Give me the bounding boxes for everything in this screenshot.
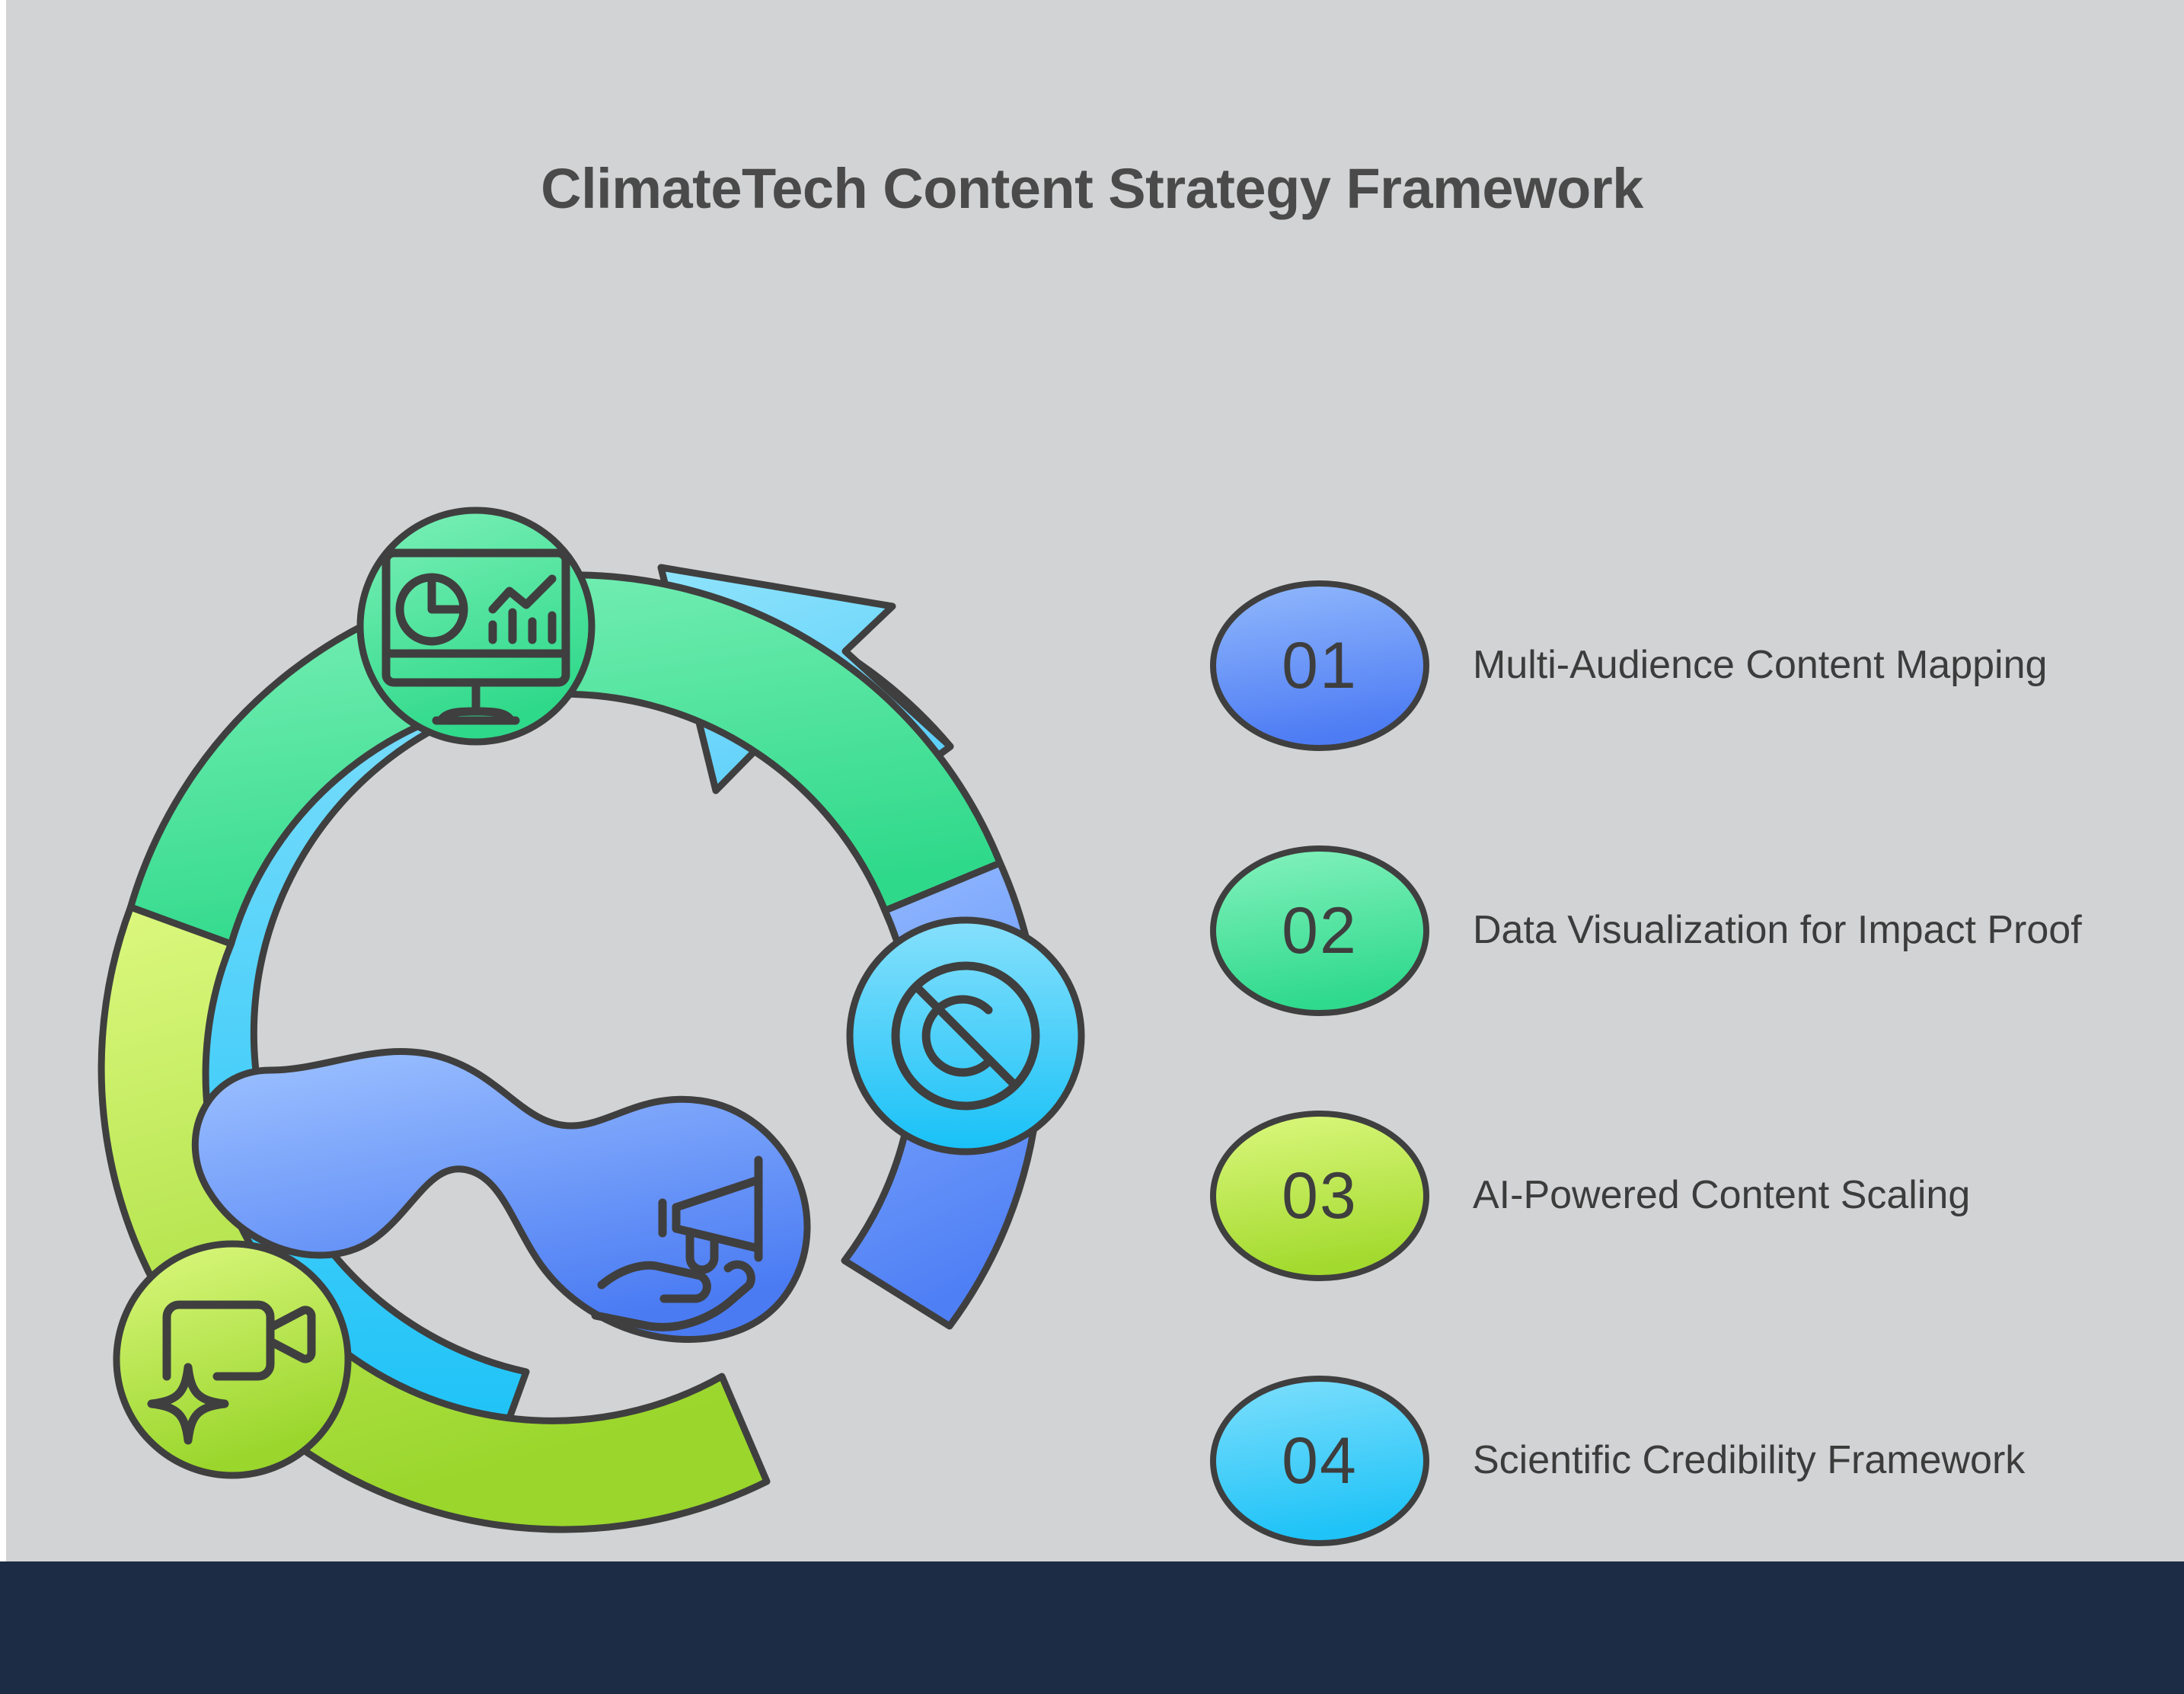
megaphone-hand-icon bbox=[591, 1155, 763, 1331]
legend-badge-01: 01 bbox=[1209, 580, 1430, 752]
bubble-lime bbox=[113, 1240, 352, 1479]
legend-number-04: 04 bbox=[1282, 1424, 1358, 1497]
legend-number-03: 03 bbox=[1282, 1159, 1358, 1232]
legend-item-01[interactable]: 01 Multi-Audience Content Mapping bbox=[1209, 533, 2123, 798]
footer-band bbox=[0, 1561, 2184, 1694]
legend-item-02[interactable]: 02 Data Visualization for Impact Proof bbox=[1209, 798, 2123, 1063]
legend-number-01: 01 bbox=[1282, 629, 1358, 702]
legend-number-02: 02 bbox=[1282, 894, 1358, 967]
cycle-diagram bbox=[76, 427, 1203, 1615]
video-sparkle-icon bbox=[147, 1300, 316, 1445]
page-title: ClimateTech Content Strategy Framework bbox=[541, 157, 1643, 220]
dashboard-analytics-icon bbox=[382, 548, 570, 725]
no-copyright-icon bbox=[891, 961, 1040, 1111]
legend-item-03[interactable]: 03 AI-Powered Content Scaling bbox=[1209, 1063, 2123, 1328]
legend-label-03: AI-Powered Content Scaling bbox=[1473, 1173, 1971, 1218]
legend-label-02: Data Visualization for Impact Proof bbox=[1473, 908, 2082, 953]
legend-label-04: Scientific Credibility Framework bbox=[1473, 1438, 2026, 1483]
legend-badge-03: 03 bbox=[1209, 1110, 1430, 1282]
legend-item-04[interactable]: 04 Scientific Credibility Framework bbox=[1209, 1328, 2123, 1593]
legend-badge-02: 02 bbox=[1209, 845, 1430, 1017]
legend-badge-04: 04 bbox=[1209, 1375, 1430, 1547]
legend-list: 01 Multi-Audience Content Mapping 02 Dat… bbox=[1209, 533, 2123, 1593]
legend-label-01: Multi-Audience Content Mapping bbox=[1473, 643, 2048, 688]
